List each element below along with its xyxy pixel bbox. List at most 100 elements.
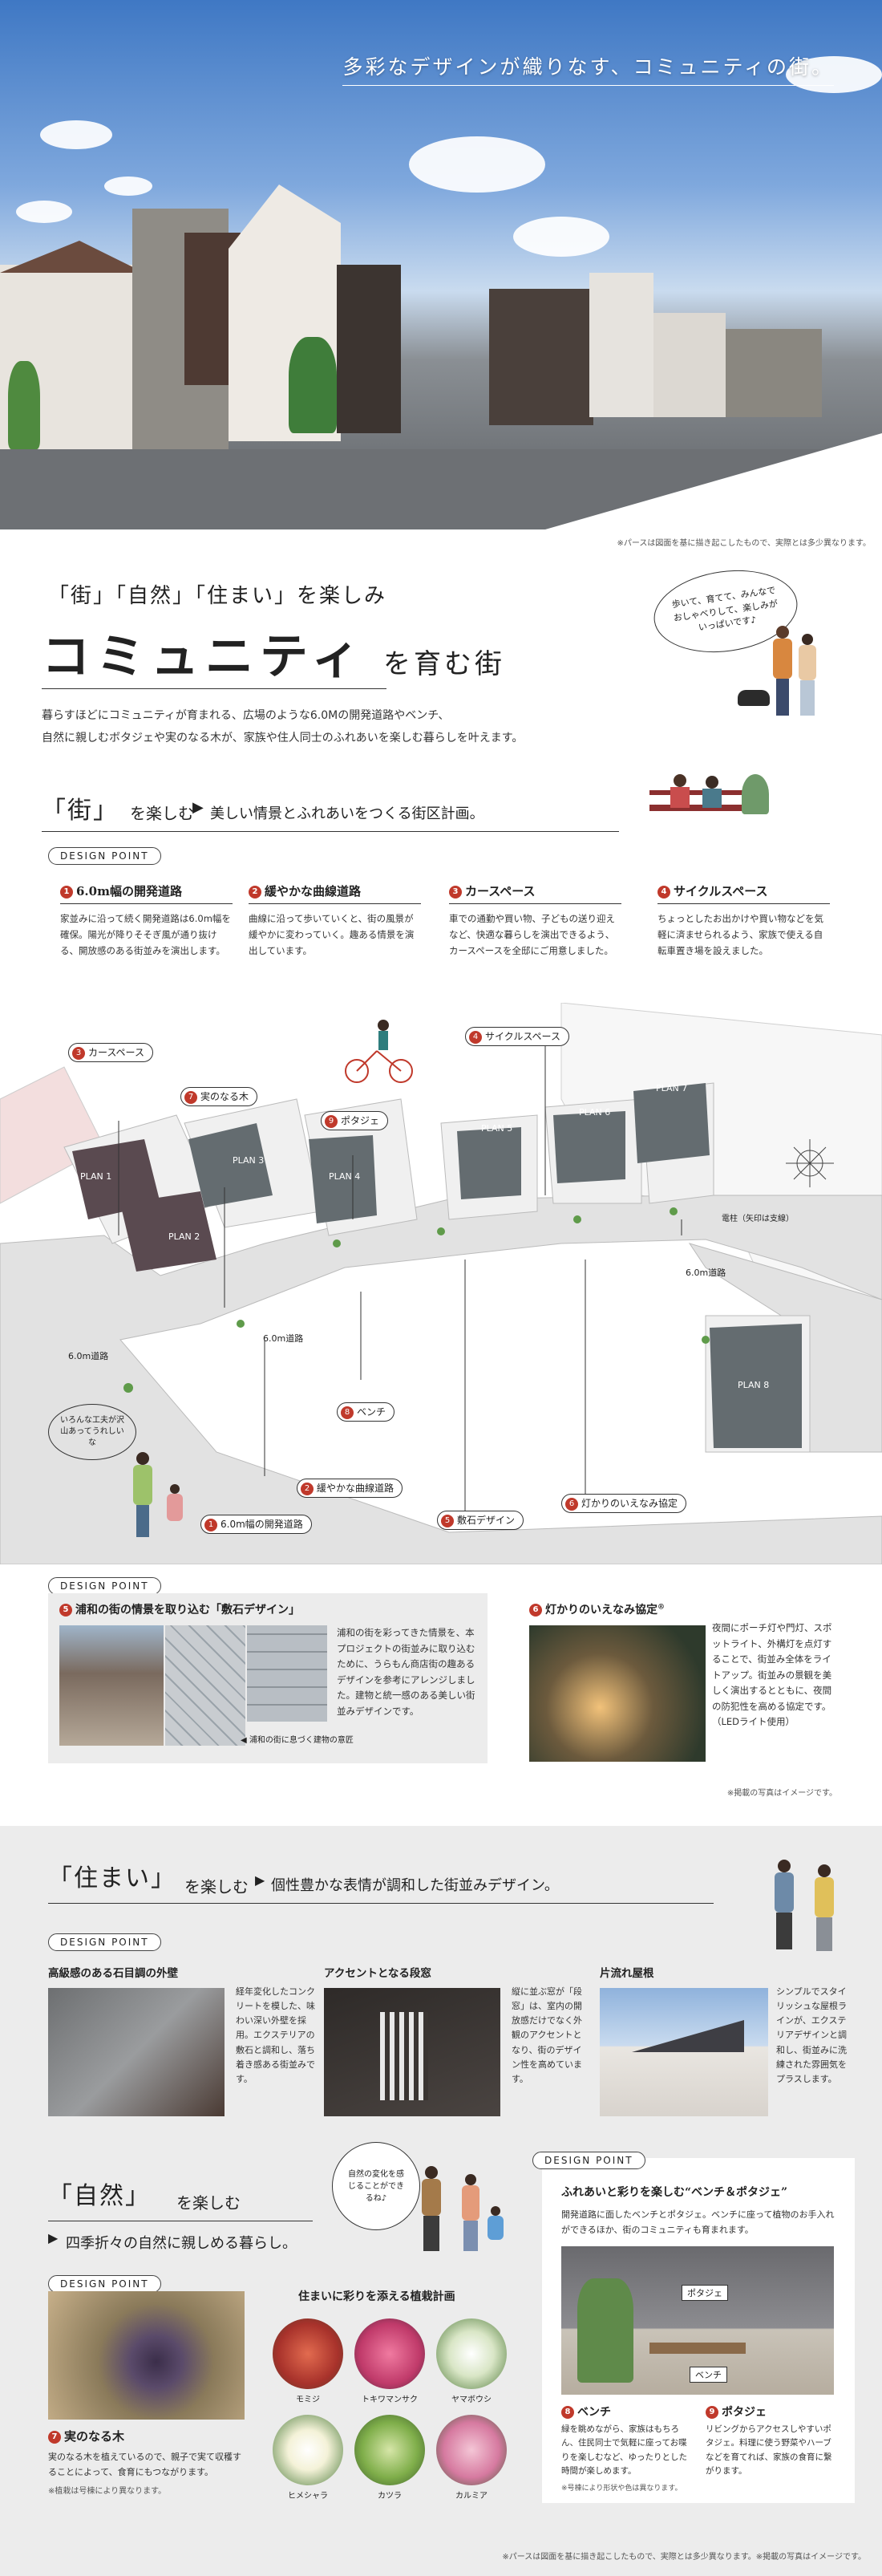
intro-kicker: 「街」「自然」「住まい」を楽しみ	[48, 584, 387, 608]
plan-label: PLAN 4	[329, 1171, 361, 1182]
subheading-marker: ▶	[255, 1872, 265, 1888]
cloud	[513, 217, 609, 257]
roof-photo	[600, 1988, 768, 2116]
bench-illustration	[649, 774, 769, 830]
feature-desc: 家並みに沿って続く開発道路は6.0m幅を確保。陽光が降りそそぎ風が通り抜ける、開…	[60, 913, 231, 957]
plant-label: カルミア	[455, 2492, 488, 2501]
living-subheading: 個性豊かな表情が調和した街並みデザイン。	[271, 1877, 559, 1894]
feature-desc: ちょっとしたお出かけや買い物などを気軽に済ませられるよう、家族で使える自転車置き…	[657, 913, 823, 957]
plant-photo	[354, 2415, 425, 2485]
plan-label: PLAN 1	[80, 1171, 112, 1182]
plant-photo	[273, 2318, 343, 2389]
plant-photo	[354, 2318, 425, 2389]
fruit-note: ※植栽は号棟により異なります。	[48, 2487, 167, 2496]
feature-title: 6.0m幅の開発道路	[76, 884, 182, 899]
cloud	[786, 56, 882, 93]
bench-desc: 開発道路に面したベンチとポタジェ。ベンチに座って植物のお手入れができるほか、街の…	[561, 2209, 835, 2235]
street-photo	[59, 1625, 164, 1746]
roof	[0, 241, 144, 273]
living-item-title: 高級感のある石目調の外壁	[48, 1967, 178, 1980]
living-heading-suffix: を楽しむ	[184, 1877, 249, 1897]
road-label: 6.0m道路	[68, 1351, 109, 1361]
plant-photo	[436, 2415, 507, 2485]
design-point-tag: DESIGN POINT	[48, 2275, 161, 2293]
feature-title: サイクルスペース	[674, 884, 768, 899]
living-item-title: アクセントとなる段窓	[324, 1967, 431, 1980]
cloud	[104, 176, 152, 196]
speech-bubble: 自然の変化を感じることができるね♪	[332, 2142, 420, 2230]
stone-photo	[165, 1625, 245, 1746]
house	[726, 329, 822, 417]
plant-label: ヤマボウシ	[451, 2395, 492, 2404]
hero-image	[0, 0, 882, 529]
living-item-title: 片流れ屋根	[600, 1967, 654, 1980]
stone-photo	[247, 1625, 327, 1722]
bench-item-desc: 緑を眺めながら、家族はもちろん、住民同士で気軽に座ってお喋りを楽しむなど、ゆった…	[561, 2424, 687, 2476]
plan-label: PLAN 2	[168, 1231, 200, 1242]
site-map	[0, 1003, 882, 1564]
feature-desc: 車での通勤や買い物、子どもの送り迎えなど、快適な暮らしを演出できるよう、カースペ…	[449, 913, 615, 957]
plant-photo	[273, 2415, 343, 2485]
design-point-tag: DESIGN POINT	[48, 847, 161, 865]
plants-title: 住まいに彩りを添える植栽計画	[298, 2290, 455, 2303]
road-marking	[545, 433, 882, 529]
intro-title: コミュニティ	[42, 629, 366, 685]
plan-label: PLAN 3	[233, 1155, 265, 1166]
cloud	[16, 201, 72, 223]
plant-label: ヒメシャラ	[288, 2492, 328, 2501]
family-illustration	[417, 2166, 513, 2254]
intro-body-1: 暮らすほどにコミュニティが育まれる、広場のような6.0Mの開発道路やベンチ、	[42, 709, 450, 722]
feature-number: 3	[449, 886, 462, 899]
plan-label: PLAN 8	[738, 1380, 770, 1390]
design-point-tag: DESIGN POINT	[48, 1933, 161, 1951]
design-point-tag: DESIGN POINT	[532, 2152, 645, 2169]
living-item-desc: 縦に並ぶ窓が「段窓」は、室内の開放感だけでなく外観のアクセントとなり、街のデザイ…	[512, 1986, 582, 2084]
light-photo	[529, 1625, 706, 1762]
footer-note: ※パースは図面を基に描き起こしたもので、実際とは多少異なります。※掲載の写真はイ…	[502, 2553, 866, 2562]
window-photo	[324, 1988, 500, 2116]
plan-label: PLAN 6	[579, 1107, 611, 1118]
tree	[8, 361, 40, 449]
kids-illustration	[128, 1452, 200, 1540]
feature-title: カースペース	[465, 884, 536, 899]
house	[653, 313, 726, 417]
speech-bubble: いろんな工夫が沢山あってうれしいな	[48, 1404, 136, 1460]
plant-photo	[436, 2318, 507, 2389]
stone-caption: ◀ 浦和の街に息づく建物の意匠	[241, 1736, 354, 1745]
plan-label: PLAN 5	[481, 1123, 513, 1134]
house	[489, 289, 593, 425]
house	[337, 265, 401, 433]
photo-tag-potager: ポタジェ	[682, 2285, 728, 2301]
feature-desc: 曲線に沿って歩いていくと、街の風景が緩やかに変わっていく。趣ある情景を演出してい…	[249, 913, 415, 957]
plan-label: PLAN 7	[656, 1083, 688, 1093]
plant-label: モミジ	[296, 2395, 320, 2404]
house	[589, 273, 653, 417]
town-subheading: 美しい情景とふれあいをつくる街区計画。	[210, 805, 484, 822]
divider	[48, 1903, 714, 1904]
family-illustration	[770, 626, 826, 722]
living-item-desc: 経年変化したコンクリートを模した、味わい深い外壁を採用。エクステリアの敷石と調和…	[236, 1986, 315, 2084]
feature-number: 4	[657, 886, 670, 899]
town-subheading-marker: ▶	[192, 799, 204, 816]
feature-number: 2	[249, 886, 261, 899]
subheading-marker: ▶	[48, 2230, 59, 2245]
design-point-tag: DESIGN POINT	[48, 1577, 161, 1595]
intro-body-2: 自然に親しむボタジェや実のなる木が、家族や住人同士のふれあいを楽しむ暮らしを叶え…	[42, 732, 524, 744]
bench-item-note: ※号棟により形状や色は異なります。	[561, 2485, 682, 2493]
pole-label: 電柱（矢印は支線）	[722, 1215, 794, 1223]
living-heading: 「住まい」	[48, 1864, 176, 1892]
